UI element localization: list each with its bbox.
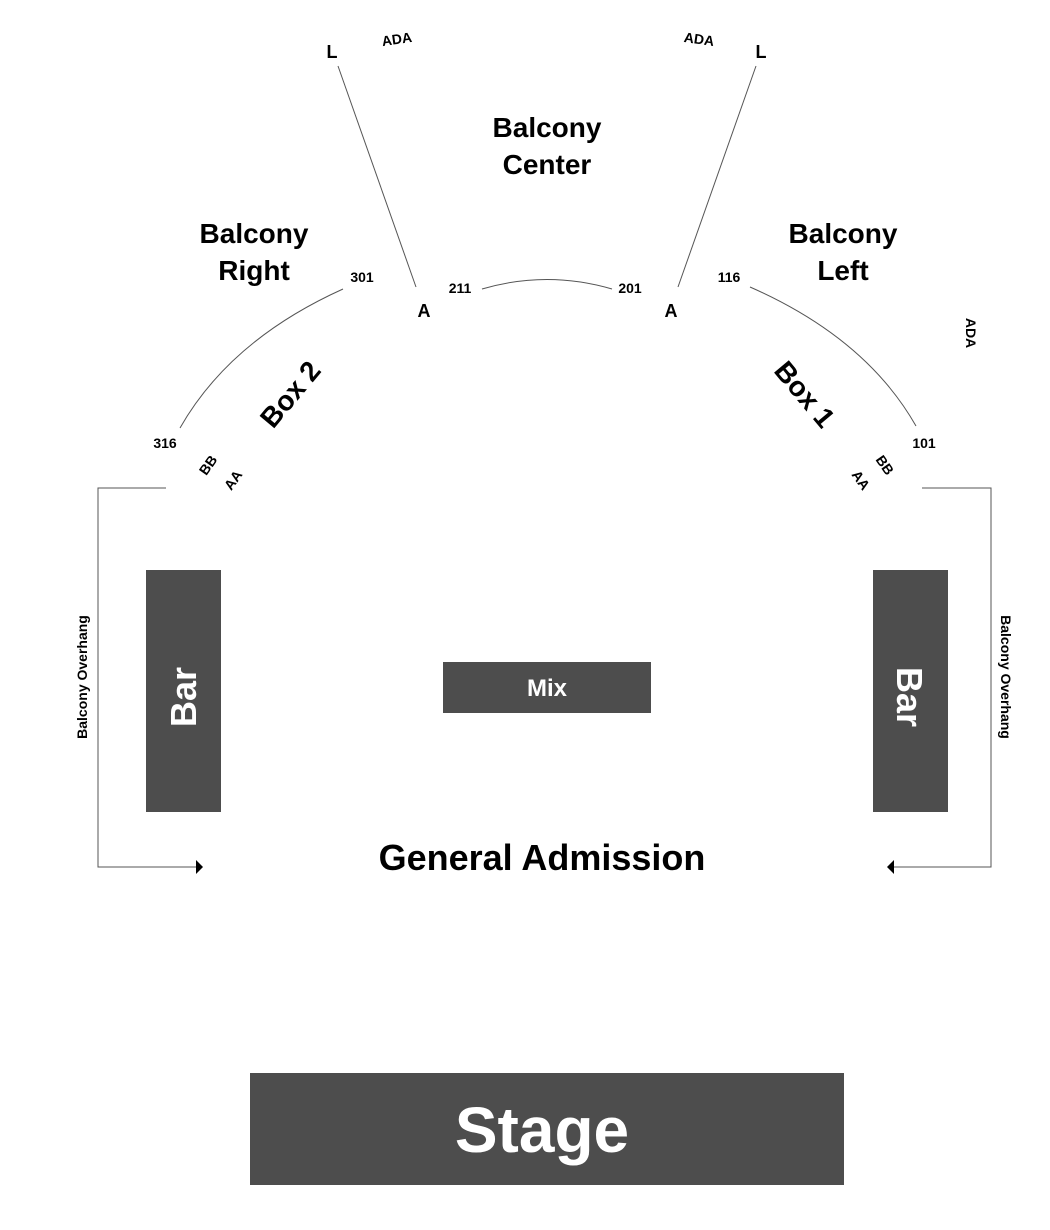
ada-label-right: ADA xyxy=(963,318,979,348)
seat-number-301: 301 xyxy=(350,269,374,285)
section-balcony-center-line1[interactable]: Balcony xyxy=(493,112,602,143)
row-label-l-left: L xyxy=(327,42,338,62)
bar-right-label: Bar xyxy=(889,667,930,727)
section-balcony-center-line2[interactable]: Center xyxy=(503,149,592,180)
row-label-aa-box1: AA xyxy=(849,467,874,493)
balcony-center-arc xyxy=(481,279,613,290)
aisle-line-left xyxy=(337,65,417,288)
seat-number-316: 316 xyxy=(153,435,177,451)
section-balcony-right-line2[interactable]: Right xyxy=(218,255,290,286)
seat-number-101: 101 xyxy=(912,435,936,451)
balcony-overhang-left-bracket xyxy=(97,487,196,868)
seat-number-201: 201 xyxy=(618,280,642,296)
section-bar-left[interactable]: Bar xyxy=(146,570,221,812)
stage-label: Stage xyxy=(455,1094,629,1166)
section-mix[interactable]: Mix xyxy=(443,662,651,713)
section-box-1[interactable]: Box 1 xyxy=(768,355,841,433)
section-box-2[interactable]: Box 2 xyxy=(254,355,327,433)
section-balcony-left-line1[interactable]: Balcony xyxy=(789,218,898,249)
section-balcony-left-line2[interactable]: Left xyxy=(817,255,868,286)
section-general-admission[interactable]: General Admission xyxy=(379,837,706,878)
balcony-overhang-left-label: Balcony Overhang xyxy=(74,615,90,739)
mix-label: Mix xyxy=(527,675,568,702)
row-label-aa-box2: AA xyxy=(221,467,246,493)
row-label-bb-box1: BB xyxy=(873,452,898,478)
row-label-a-left: A xyxy=(418,301,431,321)
overhang-right-arrow xyxy=(887,860,894,874)
row-label-l-right: L xyxy=(756,42,767,62)
seat-number-211: 211 xyxy=(449,280,472,296)
balcony-overhang-right-label: Balcony Overhang xyxy=(998,615,1014,739)
balcony-overhang-right-bracket xyxy=(894,487,992,868)
ada-label-top-left: ADA xyxy=(381,29,413,49)
section-balcony-right-line1[interactable]: Balcony xyxy=(200,218,309,249)
section-bar-right[interactable]: Bar xyxy=(873,570,948,812)
row-label-bb-box2: BB xyxy=(196,452,221,478)
ada-label-top-right: ADA xyxy=(683,29,715,49)
box-2-arc xyxy=(179,288,344,429)
overhang-left-arrow xyxy=(196,860,203,874)
seat-number-116: 116 xyxy=(718,269,741,285)
aisle-line-right xyxy=(677,65,757,288)
section-stage: Stage xyxy=(250,1073,844,1185)
bar-left-label: Bar xyxy=(163,667,204,727)
row-label-a-right: A xyxy=(665,301,678,321)
box-1-arc xyxy=(749,286,917,427)
